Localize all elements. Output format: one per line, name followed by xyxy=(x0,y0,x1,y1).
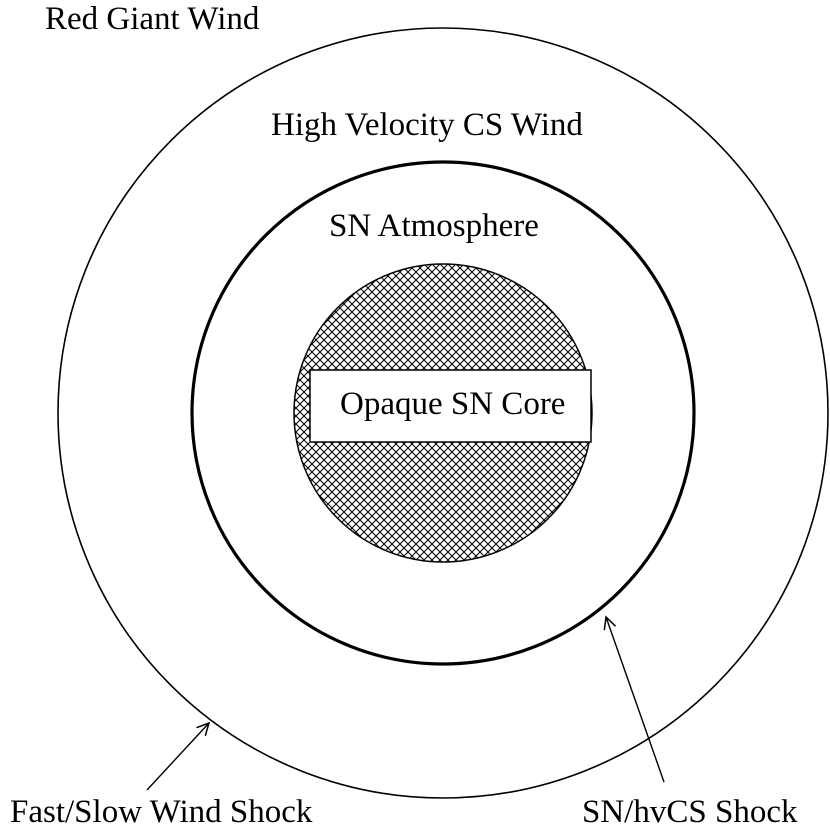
opaque-sn-core-label: Opaque SN Core xyxy=(340,386,565,422)
sn-atmosphere-label: SN Atmosphere xyxy=(329,208,539,244)
sn-hvcs-shock-label: SN/hvCS Shock xyxy=(582,794,798,827)
fast-slow-wind-shock-label: Fast/Slow Wind Shock xyxy=(10,794,313,827)
outer-shock-circle xyxy=(57,27,829,799)
core-label-box xyxy=(309,369,592,443)
inner-shock-arrow xyxy=(606,617,665,783)
high-velocity-cs-wind-label: High Velocity CS Wind xyxy=(271,107,583,143)
inner-shock-circle xyxy=(190,160,696,666)
red-giant-wind-label: Red Giant Wind xyxy=(45,1,260,37)
outer-shock-arrow xyxy=(146,723,209,791)
